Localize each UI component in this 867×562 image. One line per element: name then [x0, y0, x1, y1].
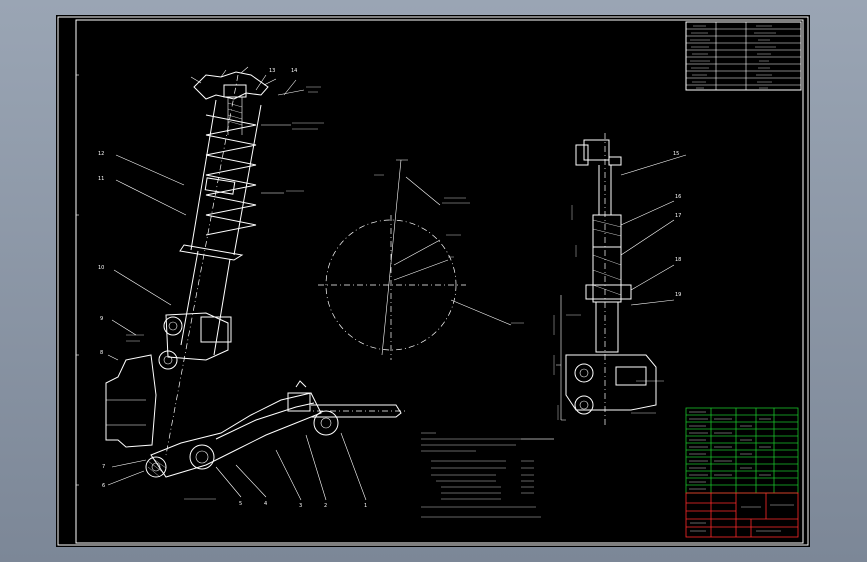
drawing-canvas: 12 11 10 9 8 7 6 5 4 3 2 1 13 14 15 16 1… — [57, 16, 809, 546]
inner-frame — [75, 19, 804, 544]
annotation-marks — [126, 86, 324, 500]
svg-text:4: 4 — [264, 501, 267, 507]
svg-text:12: 12 — [98, 151, 104, 157]
svg-text:5: 5 — [239, 501, 242, 507]
part-number-labels: 12 11 10 9 8 7 6 5 4 3 2 1 13 14 15 16 1… — [98, 68, 681, 509]
outer-border — [57, 16, 809, 546]
svg-text:14: 14 — [291, 68, 297, 74]
svg-text:10: 10 — [98, 265, 104, 271]
svg-text:13: 13 — [269, 68, 275, 74]
svg-text:19: 19 — [675, 292, 681, 298]
svg-text:9: 9 — [100, 316, 103, 322]
svg-text:15: 15 — [673, 151, 679, 157]
svg-text:16: 16 — [675, 194, 681, 200]
svg-text:8: 8 — [100, 350, 103, 356]
alignment-circle-view — [318, 159, 524, 360]
svg-text:6: 6 — [102, 483, 105, 489]
svg-text:7: 7 — [102, 464, 105, 470]
svg-text:11: 11 — [98, 176, 104, 182]
technical-notes — [421, 432, 554, 518]
svg-text:2: 2 — [324, 503, 327, 509]
drawing-sheet[interactable]: 12 11 10 9 8 7 6 5 4 3 2 1 13 14 15 16 1… — [56, 15, 810, 547]
strut-assembly-view — [105, 66, 406, 501]
title-block — [685, 407, 799, 538]
svg-text:1: 1 — [364, 503, 367, 509]
damper-section-view — [553, 133, 687, 425]
svg-text:18: 18 — [675, 257, 681, 263]
svg-text:3: 3 — [299, 503, 302, 509]
parameter-table — [685, 21, 802, 91]
svg-text:17: 17 — [675, 213, 681, 219]
